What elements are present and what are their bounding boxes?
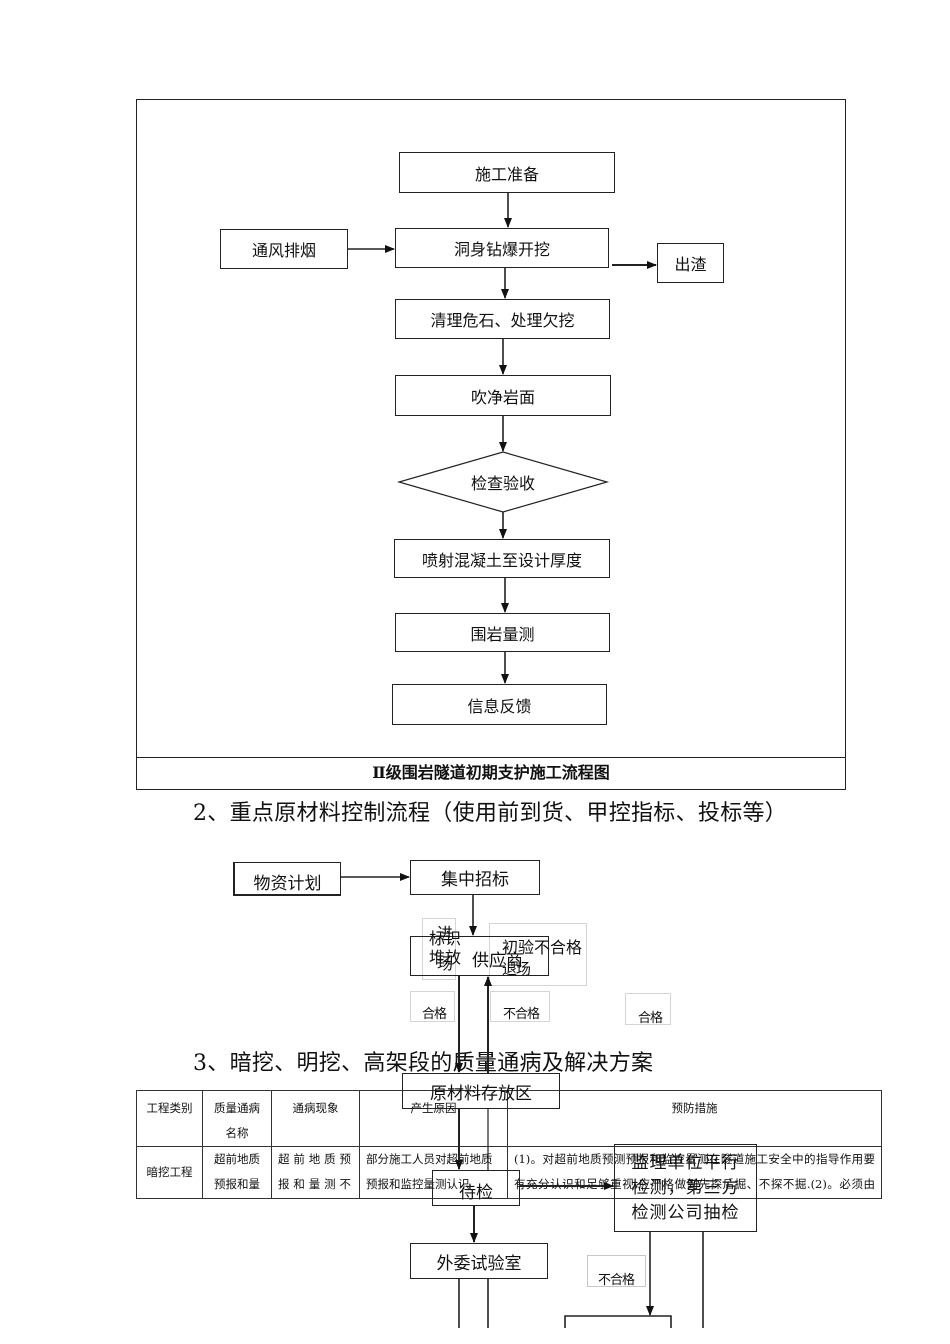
table-header-cell: 质量通病名称 <box>202 1090 272 1147</box>
node-central-tender: 集中招标 <box>410 860 540 895</box>
node-material-plan: 物资计划 <box>233 862 341 896</box>
node-drill-blast-excavation: 洞身钻爆开挖 <box>395 228 609 268</box>
label-fail-mid: 不合格 <box>503 1007 540 1022</box>
section-2-heading: 2、重点原材料控制流程（使用前到货、甲控指标、投标等） <box>193 801 788 826</box>
table-cell: 暗挖工程 <box>136 1146 203 1199</box>
label-fail-bottom: 不合格 <box>598 1273 635 1288</box>
table-header-cell: 预防措施 <box>507 1090 882 1147</box>
node-supervision-third-party: 监理单位平行检测，第三方检测公司抽检 <box>614 1144 757 1232</box>
node-construction-prep: 施工准备 <box>399 152 615 193</box>
label-enter-line1: 进 <box>437 924 454 943</box>
node-rock-measurement: 围岩量测 <box>395 613 610 652</box>
table-header-cell: 产生原因 <box>359 1090 508 1147</box>
quality-issues-table: 工程类别 质量通病名称 通病现象 产生原因 预防措施 暗挖工程 超前地质预报和量… <box>136 1090 882 1199</box>
node-blow-clean: 吹净岩面 <box>395 375 611 416</box>
node-muck-removal: 出渣 <box>657 243 724 283</box>
label-frame-pass-left <box>410 991 455 1022</box>
label-frame-fail-bottom <box>587 1255 646 1287</box>
table-cell: 超前地质预报和量测不 <box>271 1146 360 1199</box>
node-info-feedback: 信息反馈 <box>392 684 607 725</box>
table-cell: (1)。对超前地质预测预报和监控量测在隧道施工安全中的指导作用要有充分认识和足够… <box>507 1146 882 1199</box>
table-header-row: 工程类别 质量通病名称 通病现象 产生原因 预防措施 <box>136 1090 882 1147</box>
label-pass-right: 合格 <box>638 1011 663 1026</box>
node-bottom-partial-box <box>564 1315 672 1328</box>
label-pass-left: 合格 <box>422 1007 447 1022</box>
figure-frame: Ⅱ级围岩隧道初期支护施工流程图 <box>136 99 846 790</box>
table-row: 暗挖工程 超前地质预报和量 超前地质预报和量测不 部分施工人员对超前地质预报和监… <box>136 1146 882 1199</box>
node-ventilation: 通风排烟 <box>220 229 348 269</box>
caption-divider <box>137 757 845 758</box>
table-header-cell: 通病现象 <box>271 1090 360 1147</box>
label-initial-reject-line2: 退场 <box>502 960 531 978</box>
label-mark-stack-line2: 堆放 <box>429 948 462 967</box>
table-cell-text: 超前地质预报和量 <box>214 1152 260 1191</box>
label-frame-mark-stack <box>422 918 456 980</box>
label-frame-pass-right <box>625 993 671 1025</box>
label-enter-line2: 场 <box>437 954 454 973</box>
node-supplier: 供应商 <box>410 936 549 976</box>
node-shotcrete: 喷射混凝土至设计厚度 <box>394 539 610 578</box>
table-header-cell: 工程类别 <box>136 1090 203 1147</box>
section-3-heading: 3、暗挖、明挖、高架段的质量通病及解决方案 <box>193 1051 654 1076</box>
table-cell-text: 超前地质预报和量测不 <box>278 1152 353 1191</box>
figure-caption: Ⅱ级围岩隧道初期支护施工流程图 <box>372 763 610 782</box>
table-cell: 部分施工人员对超前地质预报和监控量测认识 <box>359 1146 508 1199</box>
table-cell: 超前地质预报和量 <box>202 1146 272 1199</box>
node-inspection-decision: 检查验收 <box>470 474 535 493</box>
table-header-text: 质量通病名称 <box>214 1101 260 1140</box>
node-material-storage: 原材料存放区 <box>402 1073 560 1109</box>
label-frame-initial-reject <box>489 923 587 986</box>
label-frame-fail-mid <box>490 991 550 1022</box>
node-external-lab: 外委试验室 <box>410 1243 548 1279</box>
label-mark-stack-line1: 标识 <box>429 929 462 948</box>
node-pending-inspection: 待检 <box>432 1170 520 1206</box>
node-cleanup: 清理危石、处理欠挖 <box>395 299 610 339</box>
label-initial-reject-line1: 初验不合格 <box>502 938 583 957</box>
